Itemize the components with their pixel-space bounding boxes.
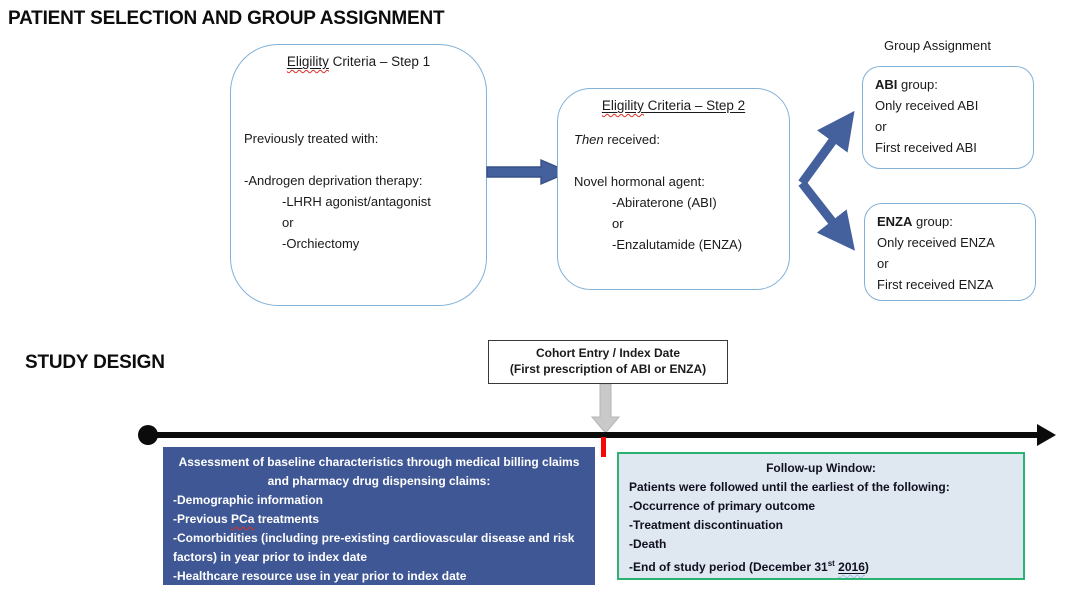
- criteria-subline: or: [282, 215, 294, 230]
- criteria-subline: -Orchiectomy: [282, 236, 360, 251]
- underlined-year: 2016: [838, 560, 865, 574]
- baseline-line: -Previous PCa treatments: [173, 512, 320, 526]
- followup-window-box: Follow-up Window: Patients were followed…: [617, 452, 1025, 580]
- cohort-entry-box: Cohort Entry / Index Date (First prescri…: [488, 340, 728, 384]
- eligibility-step2-title: Eligility Criteria – Step 2: [601, 98, 746, 113]
- group-line: Only received ABI: [875, 98, 979, 113]
- timeline: [148, 432, 1038, 438]
- criteria-line: Novel hormonal agent:: [574, 174, 705, 189]
- followup-line: Patients were followed until the earlies…: [629, 480, 950, 494]
- eligibility-step1-title: Eligility Criteria – Step 1: [286, 54, 431, 69]
- group-assignment-label: Group Assignment: [884, 38, 991, 53]
- baseline-line: -Comorbidities (including pre-existing c…: [173, 531, 575, 564]
- misspelled-word: PCa: [231, 512, 255, 526]
- flow-arrow-right-icon: [486, 158, 571, 186]
- baseline-line: -Healthcare resource use in year prior t…: [173, 569, 467, 583]
- followup-line: -Occurrence of primary outcome: [629, 499, 816, 513]
- group-name-line: ENZA group:: [877, 214, 953, 229]
- group-line: Only received ENZA: [877, 235, 995, 250]
- abi-group-box: ABI group: Only received ABI or First re…: [862, 66, 1034, 169]
- eligibility-step2-box: Eligility Criteria – Step 2 Then receive…: [557, 88, 790, 290]
- split-arrow-icon: [798, 110, 855, 251]
- criteria-subline: -LHRH agonist/antagonist: [282, 194, 431, 209]
- cohort-entry-line2: (First prescription of ABI or ENZA): [509, 362, 707, 376]
- criteria-subline: -Enzalutamide (ENZA): [612, 237, 743, 252]
- section-title-patient-selection: PATIENT SELECTION AND GROUP ASSIGNMENT: [8, 8, 445, 29]
- group-line: or: [877, 256, 889, 271]
- group-line: or: [875, 119, 887, 134]
- misspelled-word: Eligility: [601, 98, 644, 113]
- timeline-arrowhead-icon: [1037, 424, 1056, 446]
- criteria-subline: or: [612, 216, 624, 231]
- followup-heading: Follow-up Window:: [766, 461, 876, 475]
- group-name-line: ABI group:: [875, 77, 938, 92]
- baseline-line: -Demographic information: [173, 493, 324, 507]
- criteria-line: Previously treated with:: [244, 131, 379, 146]
- eligibility-step1-box: Eligility Criteria – Step 1 Previously t…: [230, 44, 487, 306]
- ordinal-suffix: st: [827, 559, 835, 568]
- criteria-line: Then received:: [574, 132, 661, 147]
- group-line: First received ABI: [875, 140, 977, 155]
- baseline-heading: Assessment of baseline characteristics t…: [178, 455, 580, 488]
- index-date-tick: [601, 437, 606, 457]
- followup-line: -Treatment discontinuation: [629, 518, 784, 532]
- criteria-subline: -Abiraterone (ABI): [612, 195, 717, 210]
- cohort-entry-line1: Cohort Entry / Index Date: [535, 346, 681, 360]
- cohort-pointer-arrow-icon: [590, 384, 621, 434]
- enza-group-box: ENZA group: Only received ENZA or First …: [864, 203, 1036, 301]
- misspelled-word: Eligility: [286, 54, 329, 69]
- followup-line: -End of study period (December 31st 2016…: [629, 559, 869, 574]
- group-line: First received ENZA: [877, 277, 994, 292]
- criteria-line: -Androgen deprivation therapy:: [244, 173, 423, 188]
- baseline-assessment-box: Assessment of baseline characteristics t…: [163, 447, 595, 585]
- section-title-study-design: STUDY DESIGN: [25, 352, 165, 373]
- followup-line: -Death: [629, 537, 667, 551]
